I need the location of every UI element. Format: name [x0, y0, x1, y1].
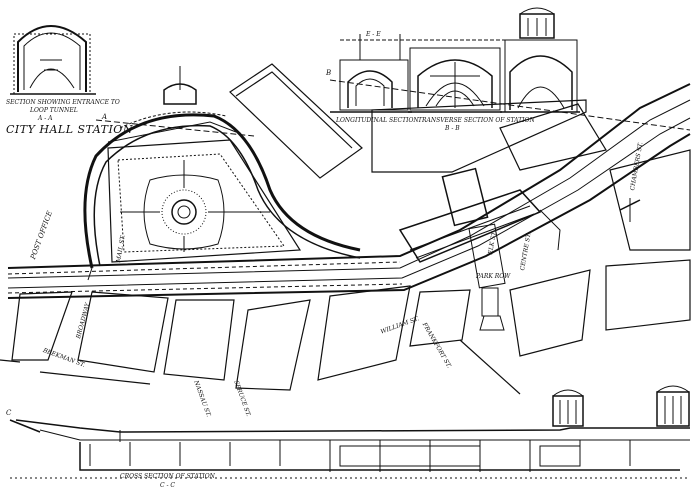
marker-b: B [326, 69, 332, 77]
inset-transverse-section [408, 47, 502, 113]
inset-loop-tunnel-section [10, 25, 96, 95]
label-park-row: PARK ROW [476, 273, 511, 280]
label-longitudinal: LONGITUDINAL SECTION [336, 117, 419, 124]
label-cross-section: CROSS SECTION OF STATION [120, 473, 215, 480]
label-section-a: SECTION SHOWING ENTRANCE TO [6, 99, 120, 106]
station-title: CITY HALL STATION [6, 123, 133, 136]
inset-headhouse-section [500, 7, 580, 113]
marker-a: A [102, 113, 108, 121]
label-transverse: TRANSVERSE SECTION OF STATION [418, 117, 535, 124]
section-cut-lines [95, 79, 691, 137]
label-cross-key: C - C [160, 482, 176, 489]
loop-tunnel [83, 66, 361, 281]
station-platforms [398, 167, 641, 331]
label-section-a3: A - A [38, 115, 53, 122]
inset-longitudinal-section [330, 34, 560, 113]
marker-c: C [6, 409, 12, 417]
label-transverse-key: B - B [445, 125, 460, 132]
label-section-a2: LOOP TUNNEL [30, 107, 78, 114]
cross-section-of-station [9, 385, 690, 479]
label-section-top-key: E - E [366, 31, 381, 38]
main-line-tracks [7, 83, 691, 299]
city-hall-park [107, 139, 302, 263]
city-blocks [0, 63, 691, 395]
